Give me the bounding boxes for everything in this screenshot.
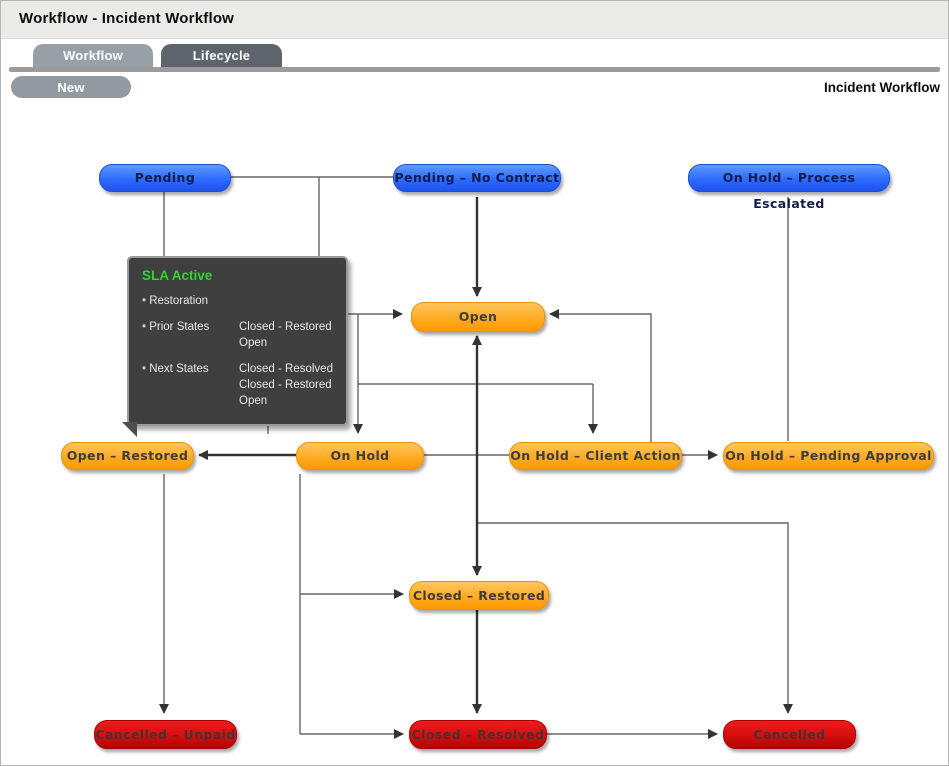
state-node-pending-no-contract[interactable]: Pending – No Contract xyxy=(393,164,561,192)
sla-next-state: Closed - Restored xyxy=(239,379,332,391)
tab-lifecycle[interactable]: Lifecycle xyxy=(161,44,282,67)
state-node-open[interactable]: Open xyxy=(411,302,545,332)
sla-prior-state: Closed - Restored xyxy=(239,321,332,333)
state-node-open-restored[interactable]: Open – Restored xyxy=(61,442,194,470)
state-node-closed-restored[interactable]: Closed – Restored xyxy=(409,581,549,610)
sla-next-state: Closed - Resolved xyxy=(239,363,333,375)
state-node-cancelled[interactable]: Cancelled xyxy=(723,720,856,749)
title-bar: Workflow - Incident Workflow xyxy=(1,1,948,39)
state-node-closed-resolved[interactable]: Closed – Resolved xyxy=(409,720,547,749)
sla-tooltip-title: SLA Active xyxy=(142,268,213,283)
sla-tooltip-row-prior-states: Prior States Closed - Restored Open xyxy=(142,319,336,351)
state-node-on-hold-process-escalated[interactable]: On Hold – Process Escalated xyxy=(688,164,890,211)
page-title: Workflow - Incident Workflow xyxy=(19,10,235,27)
sla-item-label: Next States xyxy=(142,361,239,409)
tab-divider-bar xyxy=(9,67,940,72)
sla-next-state: Open xyxy=(239,395,268,407)
state-node-on-hold-client-action[interactable]: On Hold – Client Action xyxy=(509,442,682,470)
state-node-on-hold[interactable]: On Hold xyxy=(296,442,424,470)
state-node-on-hold-pending-approval[interactable]: On Hold – Pending Approval xyxy=(723,442,934,470)
sla-item-label: Prior States xyxy=(142,319,239,351)
state-node-cancelled-unpaid[interactable]: Cancelled – Unpaid xyxy=(94,720,237,749)
tab-bar: Workflow Lifecycle xyxy=(1,39,948,67)
tooltip-tail-pointer xyxy=(122,422,137,437)
sla-tooltip: SLA Active Restoration Prior States Clos… xyxy=(122,256,348,437)
sla-prior-state: Open xyxy=(239,337,268,349)
sla-tooltip-row-next-states: Next States Closed - Resolved Closed - R… xyxy=(142,361,336,409)
sla-tooltip-row-restoration: Restoration xyxy=(142,293,336,309)
tab-workflow[interactable]: Workflow xyxy=(33,44,153,67)
workflow-name-label: Incident Workflow xyxy=(823,80,940,95)
sla-item-label: Restoration xyxy=(142,293,239,309)
state-node-pending[interactable]: Pending xyxy=(99,164,231,192)
new-button[interactable]: New xyxy=(11,76,131,98)
